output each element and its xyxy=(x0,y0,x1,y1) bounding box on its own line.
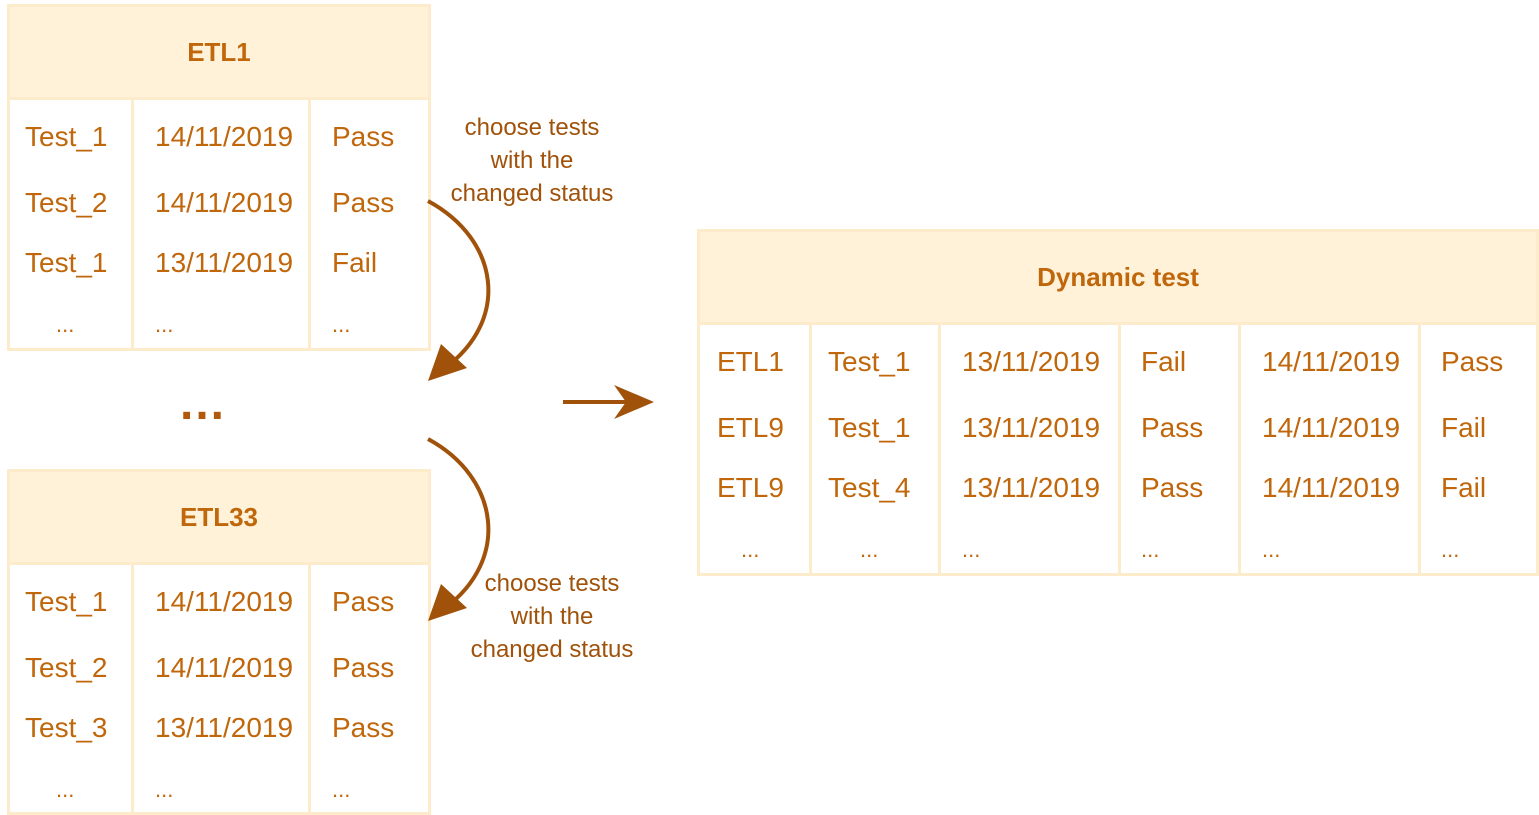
etl1-col-separator-2 xyxy=(308,97,311,348)
dynamic-cell: 13/11/2019 xyxy=(962,346,1101,377)
dynamic-cell: ... xyxy=(860,537,879,562)
etl33-cell: Pass xyxy=(332,586,395,617)
dynamic-cell: ETL9 xyxy=(717,472,784,503)
etl1-cell: Test_2 xyxy=(25,187,108,218)
etl1-cell: 13/11/2019 xyxy=(155,247,294,278)
dynamic-col-separator-2 xyxy=(938,322,941,573)
etl1-table: ETL1 Test_1 14/11/2019 Pass Test_2 14/11… xyxy=(7,4,431,351)
dynamic-cell: ETL9 xyxy=(717,412,784,443)
etl33-cell: Test_2 xyxy=(25,652,108,683)
etl33-col-separator-1 xyxy=(131,562,134,812)
annotation-line: changed status xyxy=(470,636,634,663)
etl33-cell: 13/11/2019 xyxy=(155,712,294,743)
dynamic-cell: Fail xyxy=(1441,472,1487,503)
etl1-title: ETL1 xyxy=(10,7,428,100)
dynamic-cell: Pass xyxy=(1141,412,1204,443)
dynamic-cell: 14/11/2019 xyxy=(1262,412,1401,443)
dynamic-col-separator-3 xyxy=(1118,322,1121,573)
annotation-top: choose tests with the changed status xyxy=(432,111,632,210)
etl33-cell: Test_1 xyxy=(25,586,108,617)
dynamic-cell: ... xyxy=(1262,537,1281,562)
dynamic-cell: Test_1 xyxy=(828,346,911,377)
dynamic-cell: 14/11/2019 xyxy=(1262,346,1401,377)
annotation-line: with the xyxy=(490,147,574,174)
dynamic-test-title: Dynamic test xyxy=(700,232,1536,325)
curved-arrow-top xyxy=(427,199,491,370)
etl33-col-separator-2 xyxy=(308,562,311,812)
etl33-cell: ... xyxy=(332,777,351,802)
annotation-line: with the xyxy=(510,603,594,630)
dynamic-cell: Pass xyxy=(1141,472,1204,503)
etl33-cell: Pass xyxy=(332,652,395,683)
tables-ellipsis: ... xyxy=(180,377,227,430)
etl33-cell: ... xyxy=(56,777,75,802)
straight-arrowhead xyxy=(614,385,654,419)
etl33-table: ETL33 Test_1 14/11/2019 Pass Test_2 14/1… xyxy=(7,469,431,815)
etl33-cell: Pass xyxy=(332,712,395,743)
arrowhead-bottom xyxy=(428,584,467,621)
etl33-cell: Test_3 xyxy=(25,712,108,743)
etl1-cell: ... xyxy=(155,312,174,337)
etl33-cell: ... xyxy=(155,777,174,802)
dynamic-cell: Test_1 xyxy=(828,412,911,443)
dynamic-cell: Test_4 xyxy=(828,472,911,503)
etl33-cell: 14/11/2019 xyxy=(155,652,294,683)
etl1-cell: ... xyxy=(56,312,75,337)
annotation-line: choose tests xyxy=(464,114,600,141)
etl33-cell: 14/11/2019 xyxy=(155,586,294,617)
etl1-cell: Pass xyxy=(332,187,395,218)
arrowhead-top xyxy=(428,344,467,381)
etl1-cell: Pass xyxy=(332,121,395,152)
dynamic-col-separator-4 xyxy=(1238,322,1241,573)
dynamic-cell: ... xyxy=(1141,537,1160,562)
dynamic-cell: Fail xyxy=(1441,412,1487,443)
etl1-cell: Fail xyxy=(332,247,378,278)
dynamic-cell: 14/11/2019 xyxy=(1262,472,1401,503)
etl1-cell: Test_1 xyxy=(25,121,108,152)
etl1-cell: 14/11/2019 xyxy=(155,187,294,218)
annotation-line: changed status xyxy=(450,180,614,207)
dynamic-cell: ... xyxy=(962,537,981,562)
dynamic-cell: 13/11/2019 xyxy=(962,472,1101,503)
dynamic-cell: ETL1 xyxy=(717,346,784,377)
dynamic-cell: ... xyxy=(741,537,760,562)
dynamic-cell: ... xyxy=(1441,537,1460,562)
dynamic-col-separator-5 xyxy=(1418,322,1421,573)
dynamic-test-table: Dynamic test ETL1 Test_1 13/11/2019 Fail… xyxy=(697,229,1539,576)
etl1-cell: ... xyxy=(332,312,351,337)
dynamic-cell: Fail xyxy=(1141,346,1187,377)
annotation-line: choose tests xyxy=(484,570,620,597)
etl1-cell: Test_1 xyxy=(25,247,108,278)
etl1-col-separator-1 xyxy=(131,97,134,348)
dynamic-cell: 13/11/2019 xyxy=(962,412,1101,443)
curved-arrow-bottom xyxy=(427,437,491,610)
dynamic-cell: Pass xyxy=(1441,346,1504,377)
etl33-title: ETL33 xyxy=(10,472,428,565)
dynamic-col-separator-1 xyxy=(809,322,812,573)
annotation-bottom: choose tests with the changed status xyxy=(452,567,652,666)
etl1-cell: 14/11/2019 xyxy=(155,121,294,152)
